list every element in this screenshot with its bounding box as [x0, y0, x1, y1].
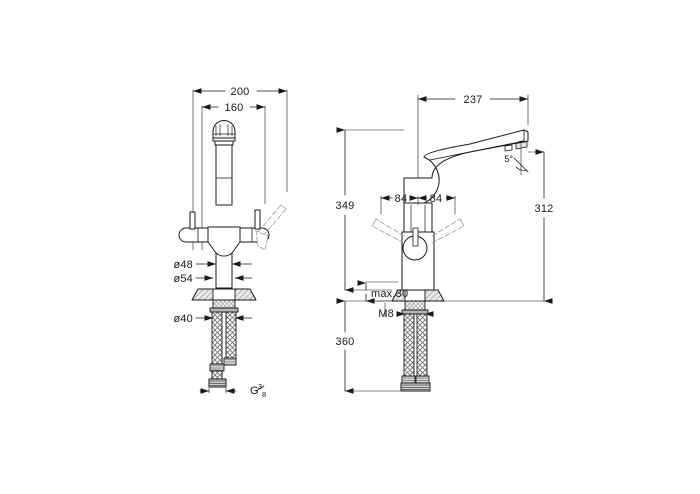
dimension-dia54: ø54 — [173, 273, 253, 285]
dimension-label-dia40: ø40 — [173, 313, 193, 325]
spout-head-front — [212, 120, 236, 146]
dimension-label-84-left: 84 — [395, 193, 408, 205]
dimension-label-dia48: ø48 — [173, 259, 193, 271]
dimension-label-g38-numerator: 3 — [258, 382, 262, 391]
dimension-label-312: 312 — [535, 203, 554, 215]
handle-swing-phantom-side — [371, 218, 465, 244]
base-escutcheon-front — [191, 288, 257, 301]
dimension-label-237: 237 — [464, 94, 483, 106]
dimension-m8: M8 — [378, 302, 434, 320]
dimension-349: 349 — [336, 127, 405, 293]
faucet-body-front — [207, 226, 241, 289]
dimension-label-360: 360 — [336, 336, 355, 348]
dimension-g38: G 3 8 — [199, 382, 266, 399]
flexible-hoses-side — [400, 313, 431, 392]
handle-right-front — [239, 204, 287, 251]
dimension-5deg: 5° — [504, 140, 529, 176]
dimension-160: 160 — [201, 102, 266, 251]
valve-body-side — [401, 227, 435, 291]
dimension-label-dia54: ø54 — [173, 273, 193, 285]
side-view-group: 237 — [336, 94, 554, 394]
dimension-dia48: ø48 — [173, 259, 253, 271]
dimension-label-g38-denominator: 8 — [262, 390, 266, 399]
riser-column-side — [403, 202, 433, 233]
dimension-label-5deg: 5° — [504, 154, 513, 164]
dimension-label-160: 160 — [225, 102, 244, 114]
mounting-shank-side — [401, 300, 429, 315]
flexible-hoses-front — [208, 311, 237, 388]
dimension-84-right: 84 — [417, 193, 456, 215]
spout-body-side — [403, 129, 529, 206]
dimension-label-max30: max.30 — [371, 288, 408, 300]
dimension-max30: max.30 — [357, 280, 408, 304]
dimension-label-349: 349 — [336, 200, 355, 212]
dimension-dia40: ø40 — [173, 313, 253, 325]
dimension-label-m8: M8 — [378, 308, 394, 320]
mounting-shank-front — [209, 299, 239, 313]
handle-left-front — [178, 211, 209, 243]
spout-tube-front — [215, 144, 233, 206]
dimension-84-left: 84 — [380, 193, 419, 215]
front-view-group: 200 160 — [173, 86, 288, 399]
dimension-label-84-right: 84 — [430, 193, 443, 205]
dimension-360: 360 — [336, 298, 402, 394]
dimension-label-200: 200 — [231, 86, 250, 98]
dimension-label-g38-prefix: G — [250, 385, 259, 397]
dimension-312: 312 — [443, 149, 554, 304]
